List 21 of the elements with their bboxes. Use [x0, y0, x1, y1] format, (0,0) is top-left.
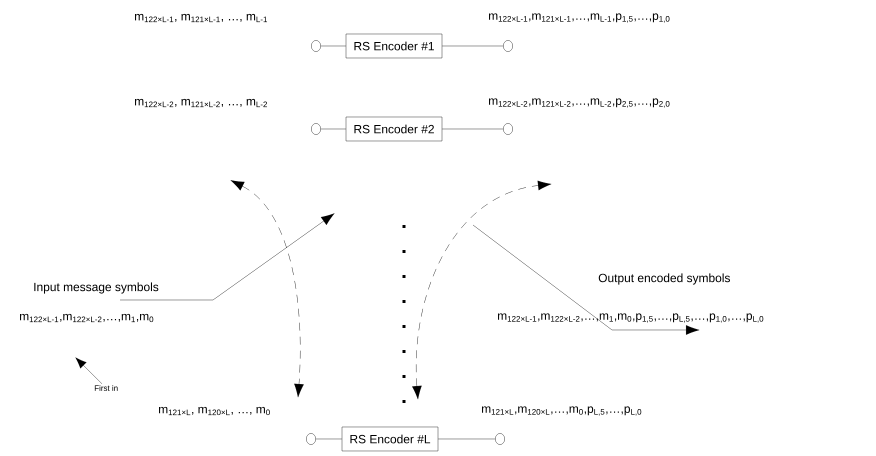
encoder-box: RS Encoder #2 — [346, 116, 442, 142]
symbol-sequence: m$_{122×L-2}$, m$_{121×L-2}$, …, m$_{L-2}$ — [135, 98, 268, 108]
leader-arrow — [75, 357, 102, 384]
encoder-box: RS Encoder #L — [342, 426, 438, 452]
symbol-sequence: m$_{122×L-1}$,m$_{122×L-2}$,…,m$_{1}$,m$_{0}$,p$_{1,5}$,…,p$_{L,5}$,…,p$_{1,0}$,…,p$_{L,0}$ — [498, 313, 764, 323]
symbol-sequence: m$_{122×L-1}$, m$_{121×L-1}$, …, m$_{L-1}$ — [135, 14, 268, 22]
connector-line — [316, 438, 342, 440]
connector-line — [320, 128, 346, 130]
terminal-circle — [503, 40, 513, 52]
caption-text: Output encoded symbols — [598, 273, 730, 285]
terminal-circle — [306, 433, 316, 445]
connector-line — [442, 128, 504, 130]
terminal-circle — [495, 433, 505, 445]
encoder-box: RS Encoder #1 — [346, 34, 442, 58]
symbol-sequence: m$_{122×L-1}$,m$_{122×L-2}$,…,m$_{1}$,m$_{0}$ — [20, 314, 154, 322]
terminal-circle — [503, 123, 513, 135]
caption-text: Input message symbols — [34, 282, 158, 294]
terminal-circle — [311, 123, 321, 135]
connector-line — [438, 438, 496, 440]
terminal-circle — [311, 40, 321, 52]
symbol-sequence: m$_{121×L}$, m$_{120×L}$, …, m$_{0}$ — [159, 406, 270, 416]
